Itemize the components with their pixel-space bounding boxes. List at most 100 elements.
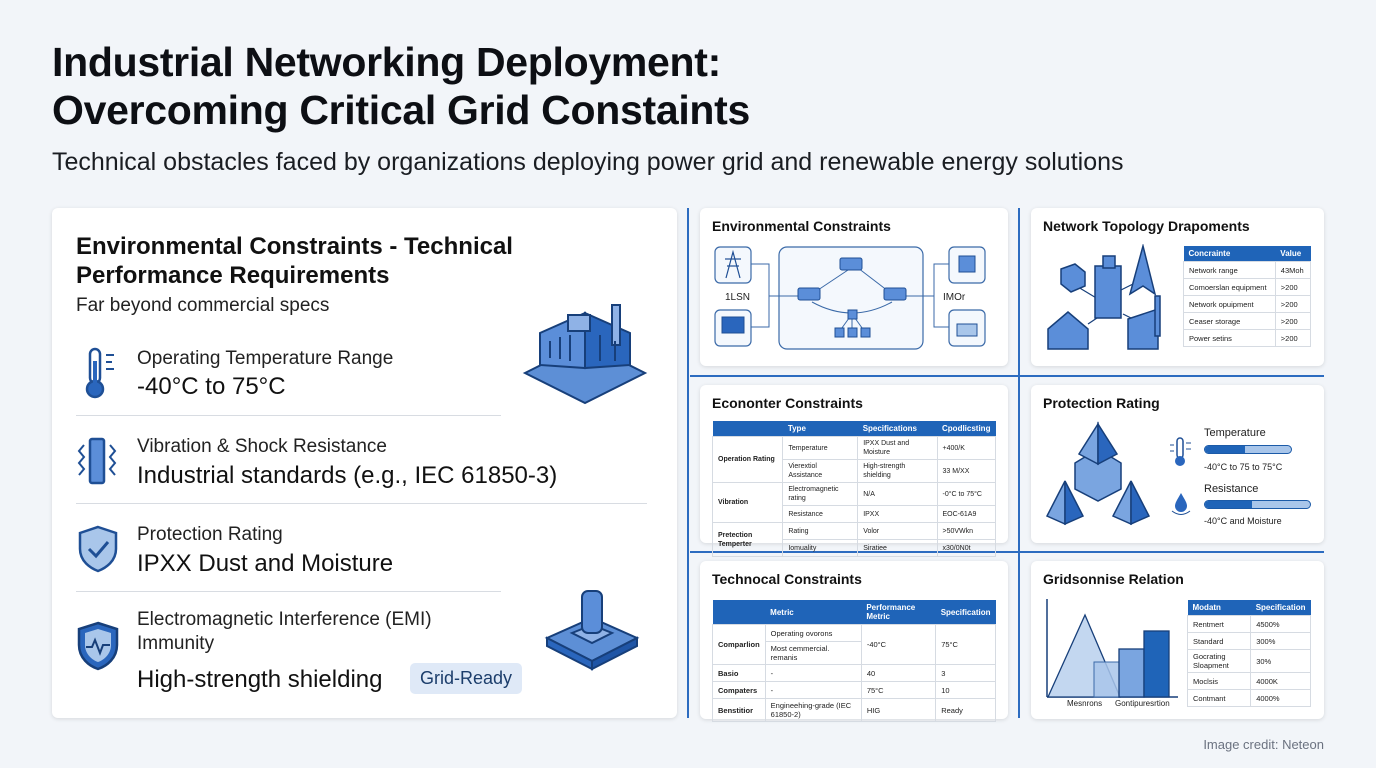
gridsonnise-relation-card: Gridsonnise Relation Mesnrons Gontipures… [1031,561,1324,719]
shield-check-icon [78,525,118,573]
table-cell: Iomuality [782,539,859,557]
table-cell: Electromagnetic rating [782,482,859,506]
relation-graphic [1046,599,1178,698]
factory-illustration-icon [522,304,648,405]
water-drop-icon [1171,493,1191,515]
temperature-level-fill [1205,446,1245,453]
table-cell: -0°C to 75°C [936,482,997,506]
table-cell: IPXX [857,505,938,523]
vibration-icon [77,437,117,485]
column-header: Specification [1250,600,1311,616]
temperature-level-bar [1204,445,1292,454]
column-header: Metric [765,600,862,625]
table-cell: 75°C [860,681,937,699]
column-header: Specifications [857,421,938,437]
bar-mark [1143,630,1170,698]
image-credit: Image credit: Neteon [1203,737,1324,752]
table-cell: 4000K [1250,672,1311,690]
column-header: Cpodlicsting [937,421,996,437]
table-cell: Gocrating Sloapment [1186,649,1252,673]
table-cell: IPXX Dust and Moisture [857,436,938,460]
column-header: Type [782,421,858,437]
table-cell: >200 [1274,329,1312,347]
column-header: Value [1275,246,1311,262]
column-header: Modatn [1187,600,1251,616]
table-cell: High-strength shielding [857,459,938,483]
table-cell: HIG [860,698,937,722]
table-cell: Moclsis [1186,672,1252,690]
thermometer-icon [85,347,114,399]
table-cell: >200 [1274,312,1312,330]
table-cell: -40°C [860,624,937,665]
environmental-constraints-card: Environmental Constraints 1LSN IMOr [700,208,1008,366]
thermometer-icon [1170,437,1191,466]
protection-rating-card: Protection Rating Temperature -40°C to 7… [1031,385,1324,543]
table-row: Ceaser storage>200 [1183,312,1312,330]
table-cell: Rentmert [1186,615,1252,633]
bar-mark [1093,661,1120,698]
resistance-level-fill [1205,501,1253,508]
grid-ready-badge: Grid-Ready [410,663,523,694]
device-illustration-icon [544,590,640,671]
column-header: Specification [935,600,996,625]
row-group-header: Vibration [711,482,784,523]
table-cell: 4500% [1250,615,1311,633]
topology-illustration-icon [1047,244,1161,350]
table-cell: 10 [935,681,996,699]
page-subtitle: Technical obstacles faced by organizatio… [52,148,1124,176]
divider [76,503,647,504]
table-cell: >50VWkn [936,522,997,540]
table-cell: 300% [1250,632,1311,650]
table-row: Comoerslan equipment>200 [1183,278,1312,296]
table-cell: 75°C [935,624,996,665]
table-cell: Power setins [1183,329,1276,347]
column-header [712,421,783,437]
table-cell: Contmant [1186,689,1252,707]
pyramids-illustration-icon [1045,421,1151,526]
table-cell: - [764,664,862,682]
table-cell: Ceaser storage [1183,312,1276,330]
table-cell: 30% [1250,649,1311,673]
column-header [712,600,766,625]
table-row: Power setins>200 [1183,329,1312,347]
row-header: Benstitior [712,698,766,722]
table-cell: Network range [1183,261,1276,279]
table-cell: 33 M/XX [936,459,997,483]
column-header: Performance Metric [861,600,936,625]
table-cell: +400/K [936,436,997,460]
table-cell: x30/0N0t [936,539,997,557]
divider [76,591,501,592]
table-cell: Rating [782,522,859,540]
divider [690,375,1324,377]
table-cell: EOC-61A9 [936,505,997,523]
table-cell: Network opuipment [1183,295,1276,313]
column-header: Concrainte [1183,246,1276,262]
table-cell: Vierextiol Assistance [782,459,859,483]
table-cell: Temperature [782,436,859,460]
resistance-level-bar [1204,500,1311,509]
card-subheading: Far beyond commercial specs [76,295,330,316]
table-cell: 4000% [1250,689,1311,707]
row-header: Compaters [712,681,766,699]
page-title: Industrial Networking Deployment:Overcom… [52,39,751,133]
